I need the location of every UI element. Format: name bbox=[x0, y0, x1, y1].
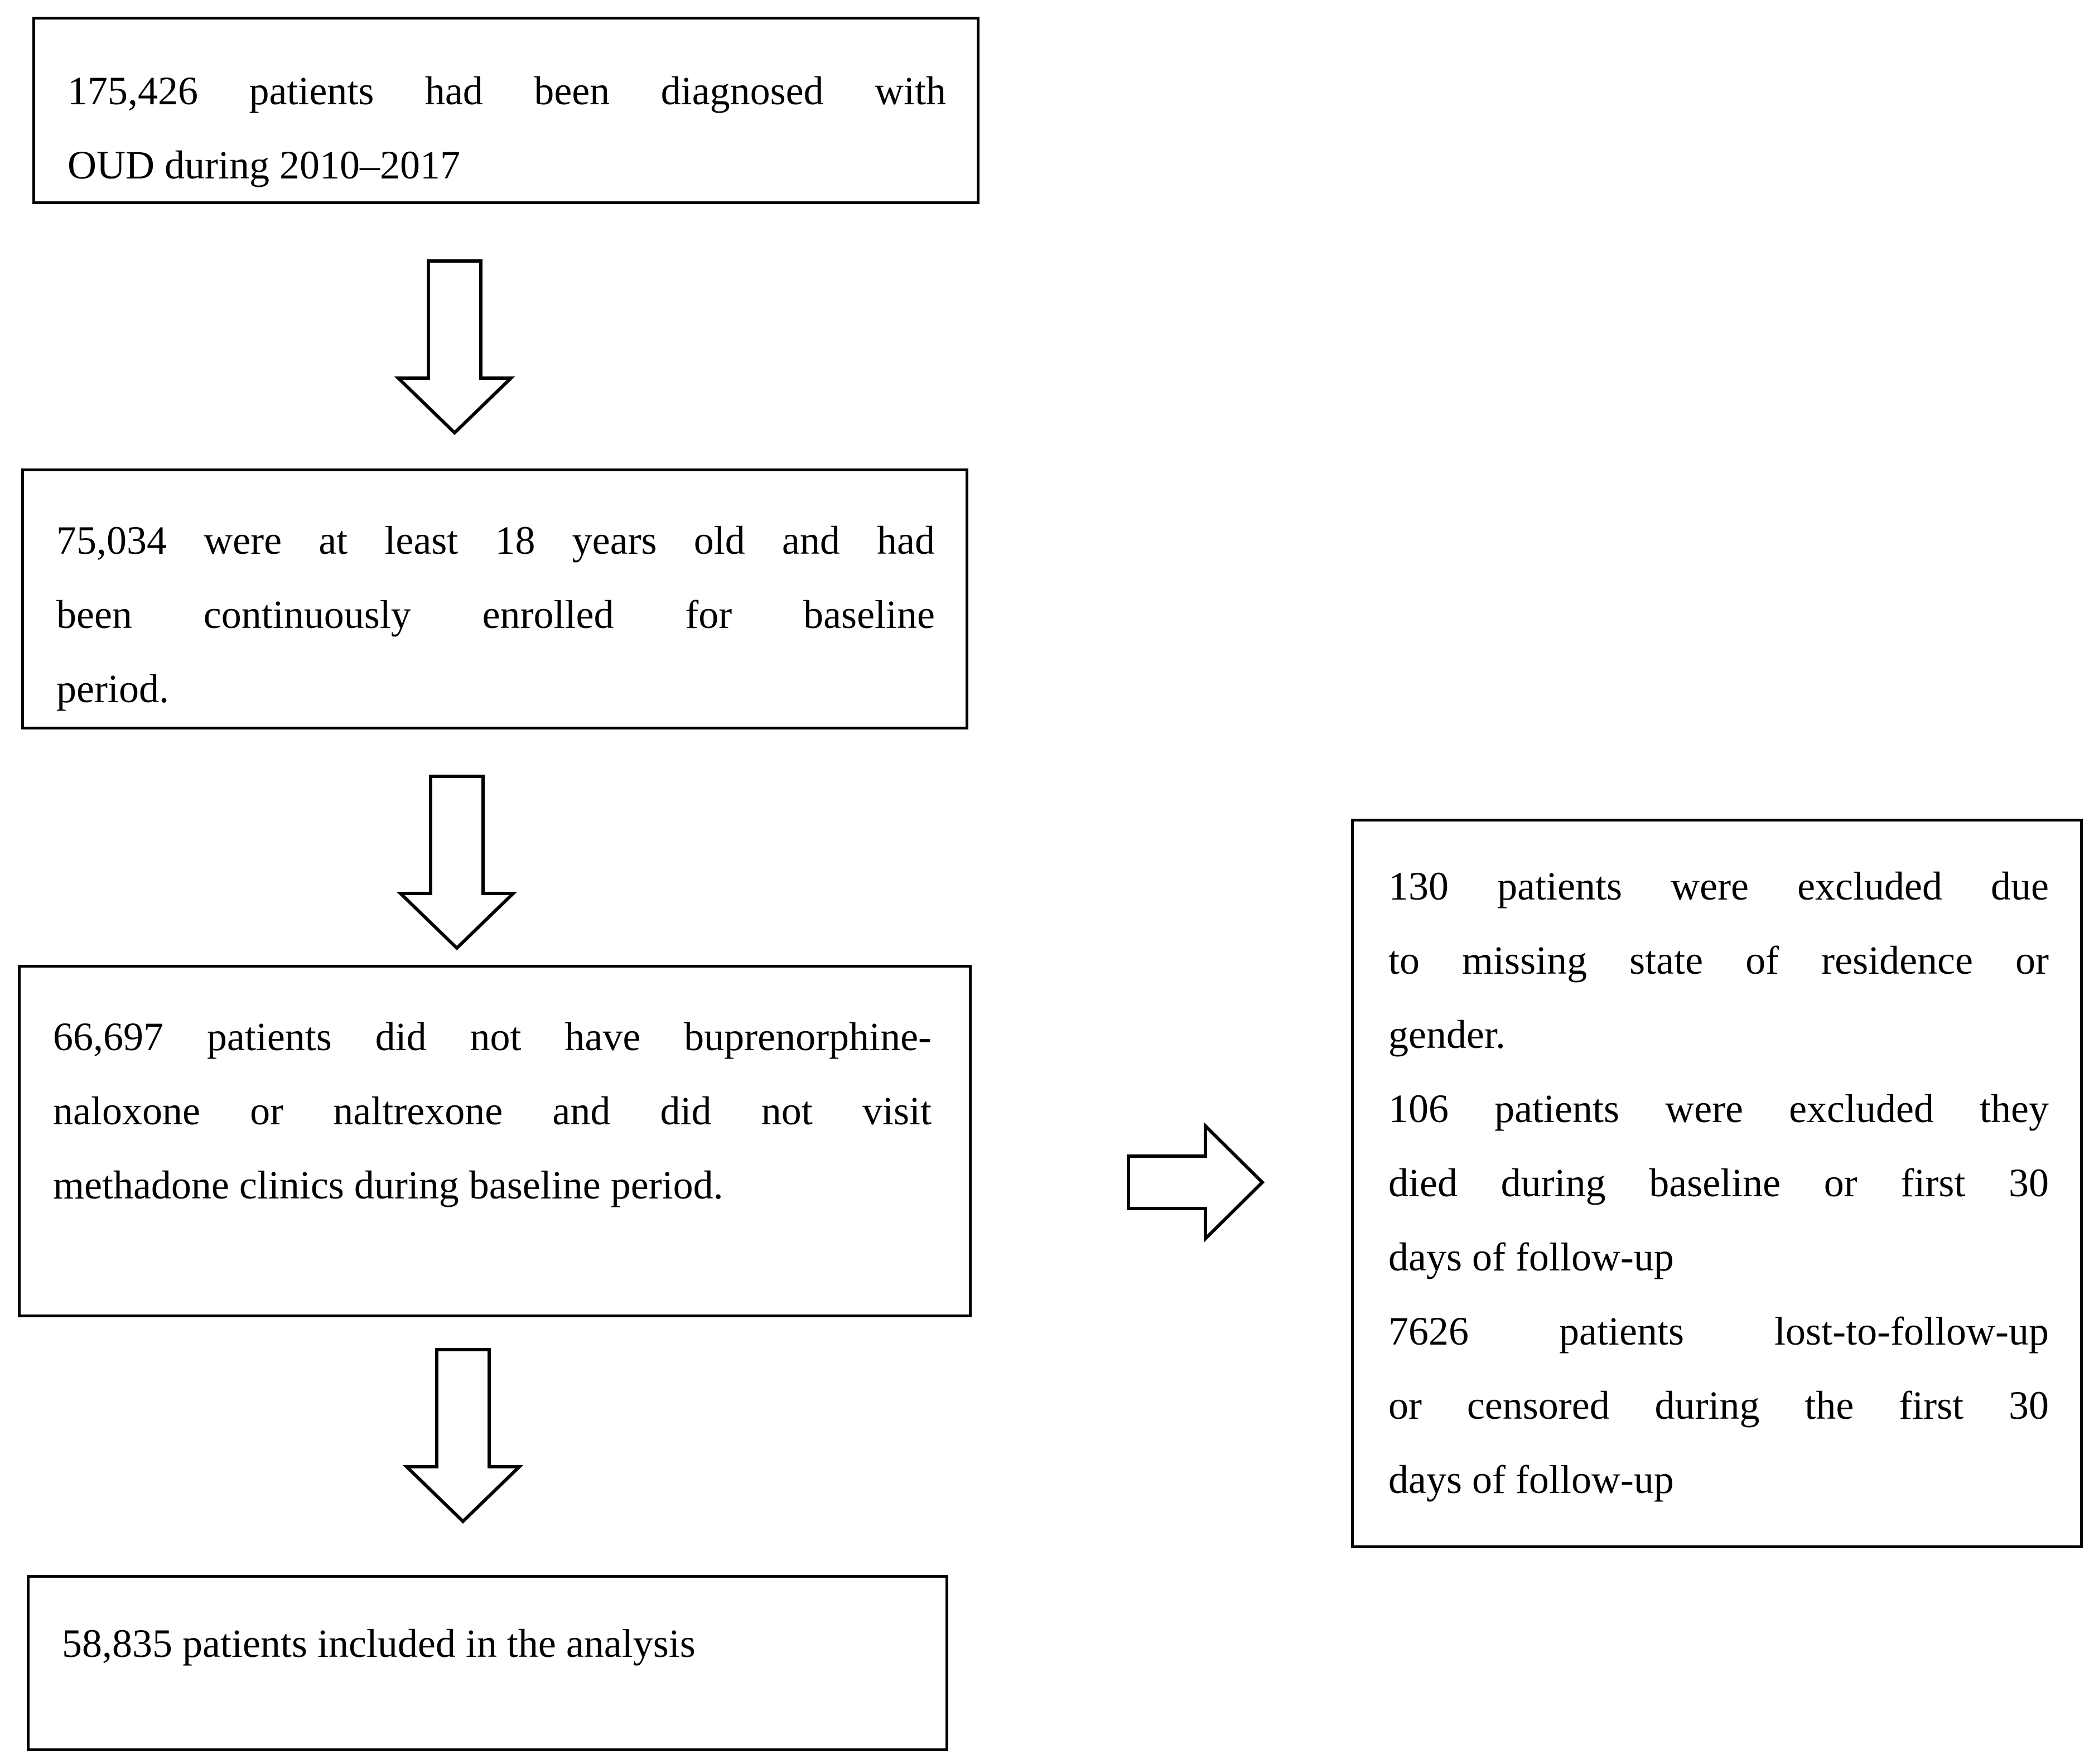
exclusion-box: 130 patients were excluded due to missin… bbox=[1351, 819, 2083, 1548]
exclusion-line: to missing state of residence or bbox=[1388, 938, 2049, 983]
step-box-included: 58,835 patients included in the analysis bbox=[27, 1575, 948, 1751]
step-line: methadone clinics during baseline period… bbox=[53, 1163, 723, 1207]
step-line: naloxone or naltrexone and did not visit bbox=[53, 1089, 932, 1133]
step-line: 58,835 patients included in the analysis bbox=[62, 1621, 696, 1666]
step-line: been continuously enrolled for baseline bbox=[56, 592, 935, 637]
step-box-diagnosed-text: 175,426 patients had been diagnosed with… bbox=[67, 54, 946, 202]
step-box-diagnosed: 175,426 patients had been diagnosed with… bbox=[32, 17, 980, 204]
down-arrow-icon bbox=[394, 259, 515, 436]
exclusion-line: days of follow-up bbox=[1388, 1235, 1674, 1279]
exclusion-line: 106 patients were excluded they bbox=[1388, 1086, 2049, 1131]
exclusion-line: or censored during the first 30 bbox=[1388, 1383, 2049, 1428]
step-line: OUD during 2010–2017 bbox=[67, 143, 460, 187]
right-arrow-icon bbox=[1127, 1122, 1265, 1243]
exclusion-line: gender. bbox=[1388, 1012, 1506, 1057]
step-line: period. bbox=[56, 666, 169, 711]
step-box-included-text: 58,835 patients included in the analysis bbox=[62, 1607, 910, 1681]
exclusion-line: days of follow-up bbox=[1388, 1457, 1674, 1502]
down-arrow-icon bbox=[396, 775, 518, 951]
step-box-no-treatment-text: 66,697 patients did not have buprenorphi… bbox=[53, 1000, 932, 1222]
exclusion-line: 130 patients were excluded due bbox=[1388, 864, 2049, 908]
step-line: 175,426 patients had been diagnosed with bbox=[67, 69, 946, 113]
exclusion-line: 7626 patients lost-to-follow-up bbox=[1388, 1309, 2049, 1354]
exclusion-line: died during baseline or first 30 bbox=[1388, 1161, 2049, 1205]
step-line: 66,697 patients did not have buprenorphi… bbox=[53, 1014, 932, 1059]
step-box-eligible: 75,034 were at least 18 years old and ha… bbox=[21, 468, 968, 729]
exclusion-box-text: 130 patients were excluded due to missin… bbox=[1388, 849, 2049, 1517]
step-box-eligible-text: 75,034 were at least 18 years old and ha… bbox=[56, 504, 935, 726]
down-arrow-icon bbox=[402, 1348, 524, 1524]
step-box-no-treatment: 66,697 patients did not have buprenorphi… bbox=[18, 965, 972, 1317]
step-line: 75,034 were at least 18 years old and ha… bbox=[56, 518, 935, 563]
